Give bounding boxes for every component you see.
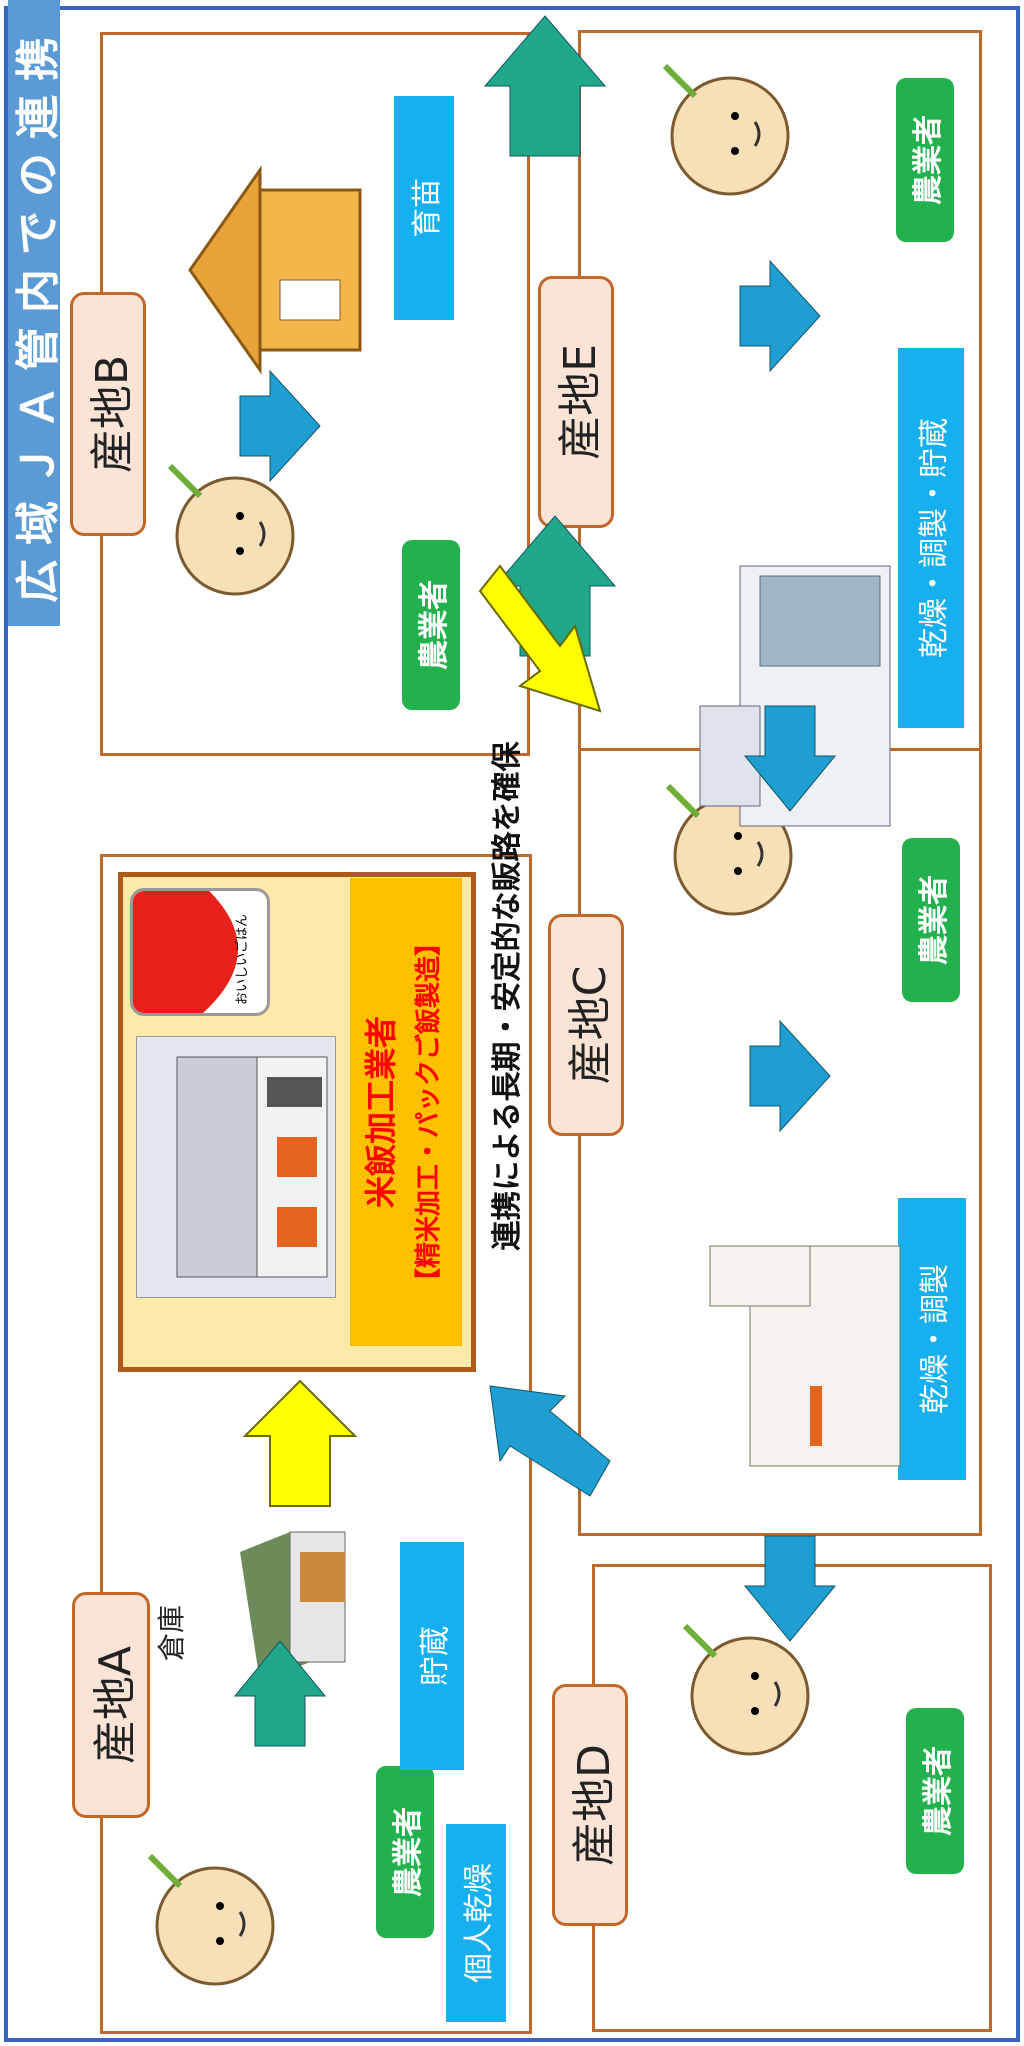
title-band: 広域ＪＡ管内での連携 bbox=[8, 0, 64, 626]
flow-arrow-down bbox=[749, 1019, 831, 1133]
farmer-icon bbox=[147, 1853, 275, 1986]
page-title: 広域ＪＡ管内での連携 bbox=[13, 23, 64, 603]
flow-arrow-diagonal bbox=[489, 1385, 611, 1497]
warehouse-label: 倉庫 bbox=[155, 1604, 188, 1661]
flow-arrow-left bbox=[743, 705, 837, 812]
farmer-label: 農業者 bbox=[896, 78, 954, 242]
factory-icon bbox=[176, 1056, 328, 1278]
farmer-icon bbox=[662, 63, 790, 196]
flow-arrow-left bbox=[743, 1535, 837, 1642]
region-a-label: 産地A bbox=[90, 1645, 141, 1765]
flow-arrow-right bbox=[233, 1640, 327, 1747]
processor-desc: 【精米加工・パックご飯製造】 bbox=[414, 930, 444, 1295]
drying-prep-storage-label: 乾燥・調製・貯蔵 bbox=[898, 348, 964, 728]
seedling-house-icon bbox=[188, 165, 362, 375]
flow-arrow-down bbox=[739, 259, 821, 373]
region-c-label: 産地C bbox=[565, 965, 616, 1085]
region-d-tag: 産地D bbox=[552, 1684, 628, 1926]
factory-photo bbox=[136, 1036, 336, 1298]
rice-pack-icon: おいしいごはん bbox=[130, 888, 270, 1016]
region-b-label: 産地B bbox=[87, 354, 138, 474]
supply-arrow-right bbox=[242, 1379, 358, 1507]
flow-arrow-right bbox=[483, 15, 607, 157]
region-c-tag: 産地C bbox=[548, 914, 624, 1136]
rice-pack-graphic bbox=[133, 888, 238, 1013]
individual-drying-label: 個人乾燥 bbox=[446, 1824, 506, 2022]
region-e-tag: 産地E bbox=[538, 276, 614, 528]
rice-pack-text: おいしいごはん bbox=[235, 913, 250, 1005]
farmer-label: 農業者 bbox=[402, 540, 460, 710]
region-d-label: 産地D bbox=[569, 1744, 620, 1866]
farmer-label: 農業者 bbox=[906, 1708, 964, 1874]
region-a-tag: 産地A bbox=[72, 1592, 150, 1818]
region-b-tag: 産地B bbox=[70, 292, 146, 536]
processor-band: 米飯加工業者 【精米加工・パックご飯製造】 bbox=[350, 878, 462, 1346]
drying-facility-icon bbox=[709, 1245, 901, 1467]
flow-arrow-down bbox=[239, 369, 321, 483]
warehouse-icon bbox=[240, 1531, 346, 1682]
farmer-label: 農業者 bbox=[902, 838, 960, 1002]
farmer-label: 農業者 bbox=[376, 1766, 434, 1938]
cooperation-note: 連携による長期・安定的な販路を確保 bbox=[490, 741, 525, 1251]
farmer-icon bbox=[167, 463, 295, 596]
storage-label: 貯蔵 bbox=[400, 1542, 464, 1770]
processor-name: 米飯加工業者 bbox=[362, 1016, 400, 1209]
supply-arrow-diagonal bbox=[478, 564, 602, 713]
seedling-label: 育苗 bbox=[394, 96, 454, 320]
farmer-icon bbox=[682, 1623, 810, 1756]
farmer-icon bbox=[665, 783, 793, 916]
region-e-label: 産地E bbox=[555, 344, 606, 460]
